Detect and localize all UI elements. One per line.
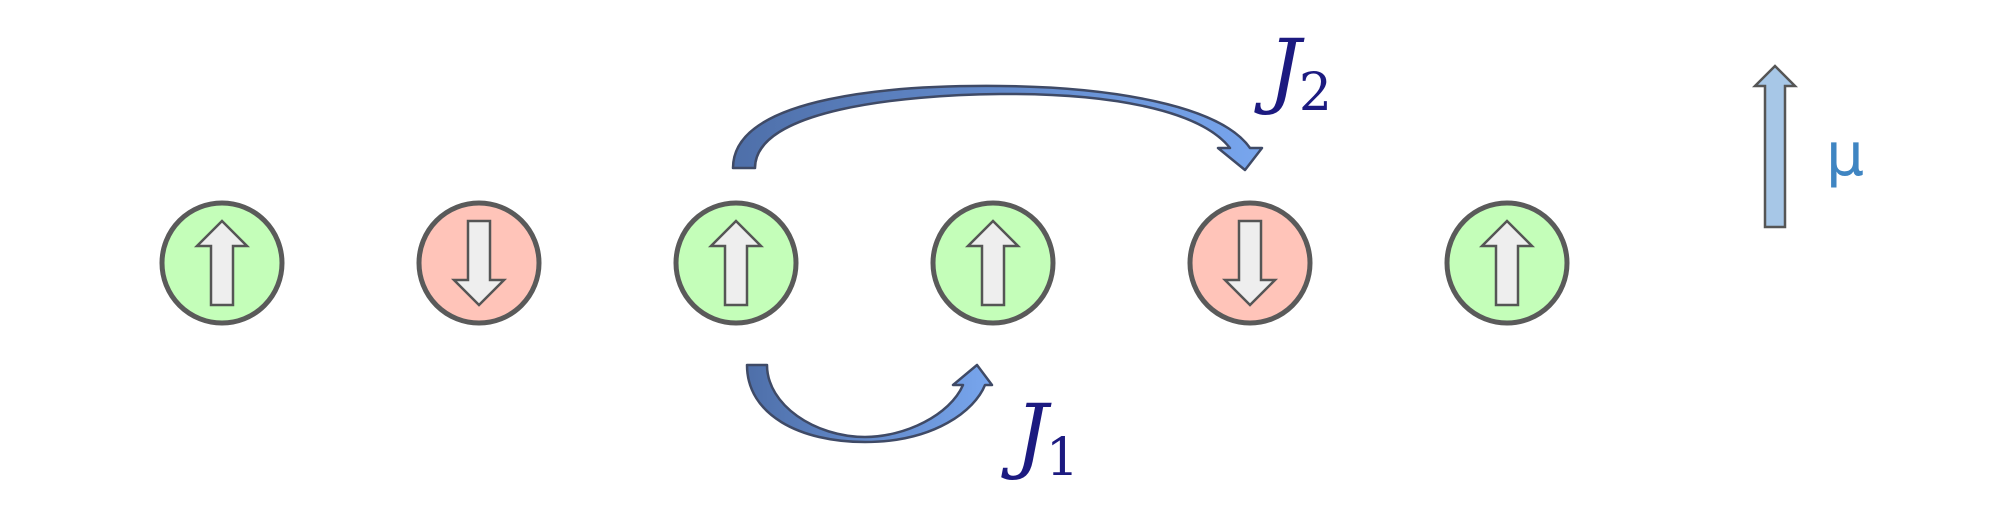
spin-down-arrow-icon <box>450 219 508 307</box>
magnetic-moment-legend: μ <box>1751 64 1864 229</box>
mu-label: μ <box>1826 120 1864 190</box>
j1-arrow-body <box>745 363 994 444</box>
j2-coupling-arrow <box>731 84 1264 172</box>
mu-arrow-icon <box>1751 64 1799 229</box>
site-4-spin-up <box>930 200 1056 326</box>
spin-down-arrow-icon <box>1221 219 1279 307</box>
j1-label: J1 <box>1001 388 1079 488</box>
j2-label: J2 <box>1254 23 1332 123</box>
site-6-spin-up <box>1444 200 1570 326</box>
site-2-spin-down <box>416 200 542 326</box>
spin-up-arrow-icon <box>964 219 1022 307</box>
lattice-sites <box>159 200 1570 326</box>
j2-arrow-body <box>731 84 1264 172</box>
spin-up-arrow-icon <box>707 219 765 307</box>
j1-coupling-arrow <box>745 363 994 444</box>
site-3-spin-up <box>673 200 799 326</box>
spin-up-arrow-icon <box>1478 219 1536 307</box>
site-1-spin-up <box>159 200 285 326</box>
spin-up-arrow-icon <box>193 219 251 307</box>
site-5-spin-down <box>1187 200 1313 326</box>
